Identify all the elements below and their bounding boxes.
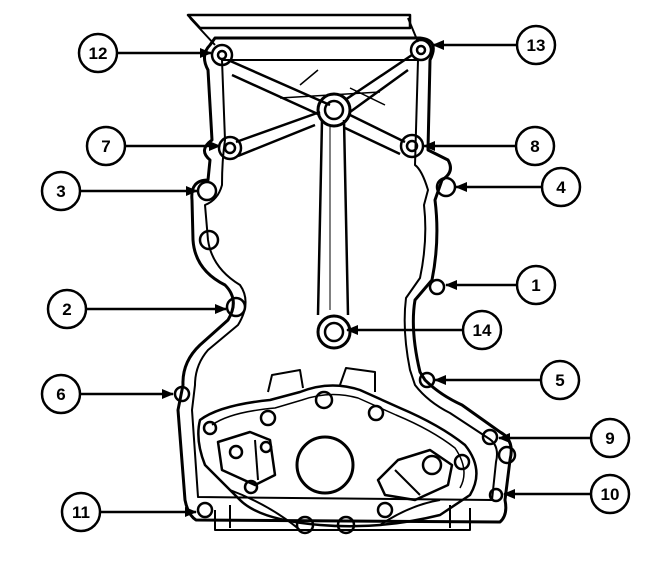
top-hub-inner (323, 99, 345, 121)
oil-pump-housing-inner (211, 393, 465, 489)
cover-outline-outer (176, 36, 513, 524)
callout-5-label: 5 (555, 371, 564, 390)
callout-8-label: 8 (530, 137, 539, 156)
callout-11-label: 11 (72, 503, 90, 522)
pump-plate-right (376, 448, 454, 502)
callout-9-label: 9 (605, 429, 614, 448)
callout-3-label: 3 (56, 182, 65, 201)
callout-13: 13 (515, 24, 557, 66)
callout-6: 6 (40, 373, 82, 415)
timing-cover (173, 13, 517, 535)
pump-plate-left (216, 430, 277, 487)
callout-4: 4 (540, 166, 582, 208)
callout-2: 2 (46, 288, 88, 330)
bottom-rail (214, 505, 471, 531)
rib-cross-lines (279, 69, 386, 106)
callout-2-label: 2 (62, 300, 71, 319)
callout-7-label: 7 (101, 137, 110, 156)
rib-left-lower (235, 110, 321, 158)
top-hub-outer (316, 92, 352, 128)
pump-tab-left (267, 369, 304, 393)
callout-1: 1 (515, 264, 557, 306)
lower-hub-outer (316, 314, 352, 350)
callout-14: 14 (461, 309, 503, 351)
callout-9: 9 (589, 417, 631, 459)
callout-12-label: 12 (89, 44, 108, 63)
callout-8: 8 (514, 125, 556, 167)
callout-5: 5 (539, 359, 581, 401)
bottom-chain-sweep (229, 489, 441, 531)
pump-tab-right (339, 367, 376, 392)
pump-bolts (202, 390, 471, 535)
oil-pump-housing (197, 384, 478, 528)
callout-11: 11 (60, 491, 102, 533)
leader-lines (80, 40, 591, 517)
callout-1-label: 1 (531, 276, 540, 295)
callouts: 12 13 7 8 3 4 1 2 14 5 6 9 10 11 (40, 24, 631, 533)
rib-right-upper (344, 53, 413, 114)
callout-6-label: 6 (56, 385, 65, 404)
center-bar (316, 119, 350, 316)
callout-7: 7 (85, 125, 127, 167)
lower-hub-inner (323, 321, 345, 343)
rib-left-upper (227, 58, 331, 117)
callout-3: 3 (40, 170, 82, 212)
callout-10: 10 (589, 473, 631, 515)
callout-14-label: 14 (473, 321, 492, 340)
callout-4-label: 4 (556, 178, 566, 197)
pump-center-opening (295, 435, 355, 495)
callout-10-label: 10 (601, 485, 620, 504)
cover-outline-inner (191, 59, 498, 501)
callout-12: 12 (77, 32, 119, 74)
rib-right-lower (344, 113, 406, 156)
top-flange (186, 13, 412, 30)
callout-13-label: 13 (527, 36, 546, 55)
